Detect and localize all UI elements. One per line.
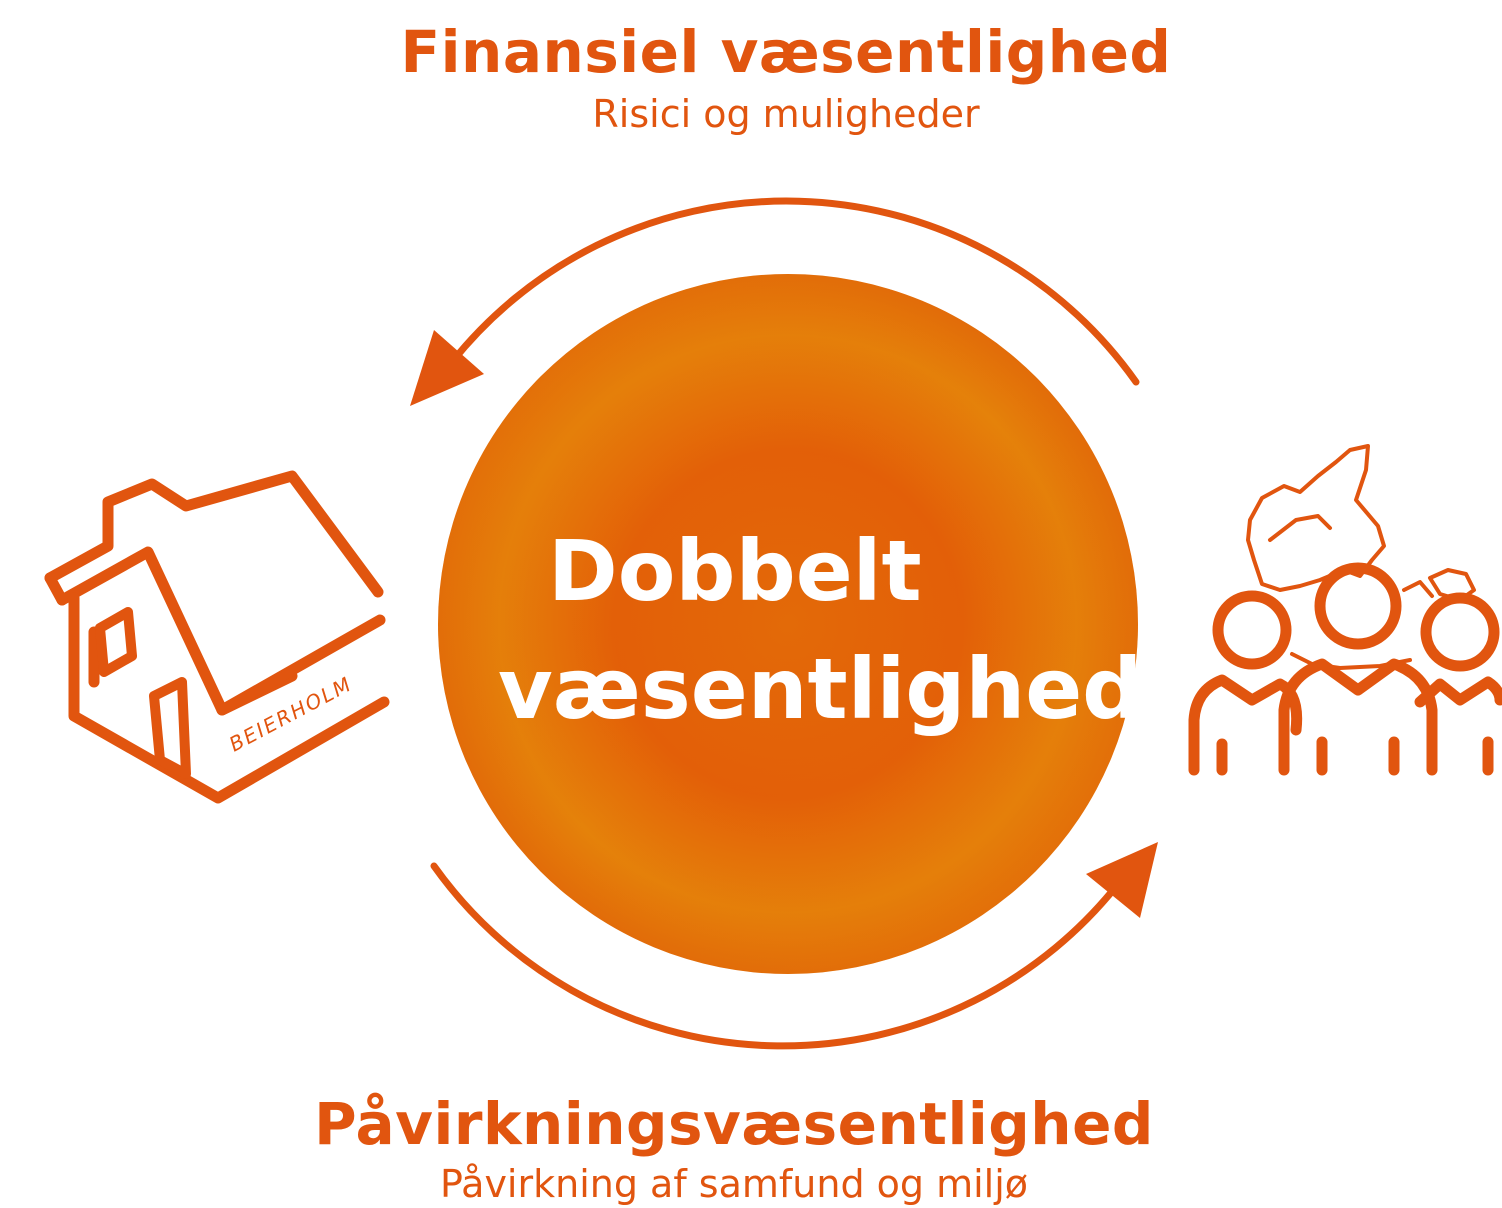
house-logo-text: BEIERHOLM	[225, 671, 356, 756]
financial-materiality-title: Finansiel væsentlighed	[400, 18, 1172, 86]
center-circle	[438, 274, 1138, 974]
bottom-cycle-arrow	[430, 842, 1158, 1050]
impact-materiality-subtitle: Påvirkning af samfund og miljø	[439, 1162, 1029, 1206]
financial-materiality-subtitle: Risici og muligheder	[592, 92, 980, 136]
impact-materiality-title: Påvirkningsvæsentlighed	[314, 1090, 1154, 1158]
center-title-line-1: Dobbelt	[548, 522, 922, 620]
center-title-line-2: væsentlighed	[498, 640, 1143, 738]
house-icon	[44, 470, 390, 804]
top-cycle-arrow	[410, 197, 1140, 406]
people-with-denmark-map-icon	[1188, 444, 1502, 776]
